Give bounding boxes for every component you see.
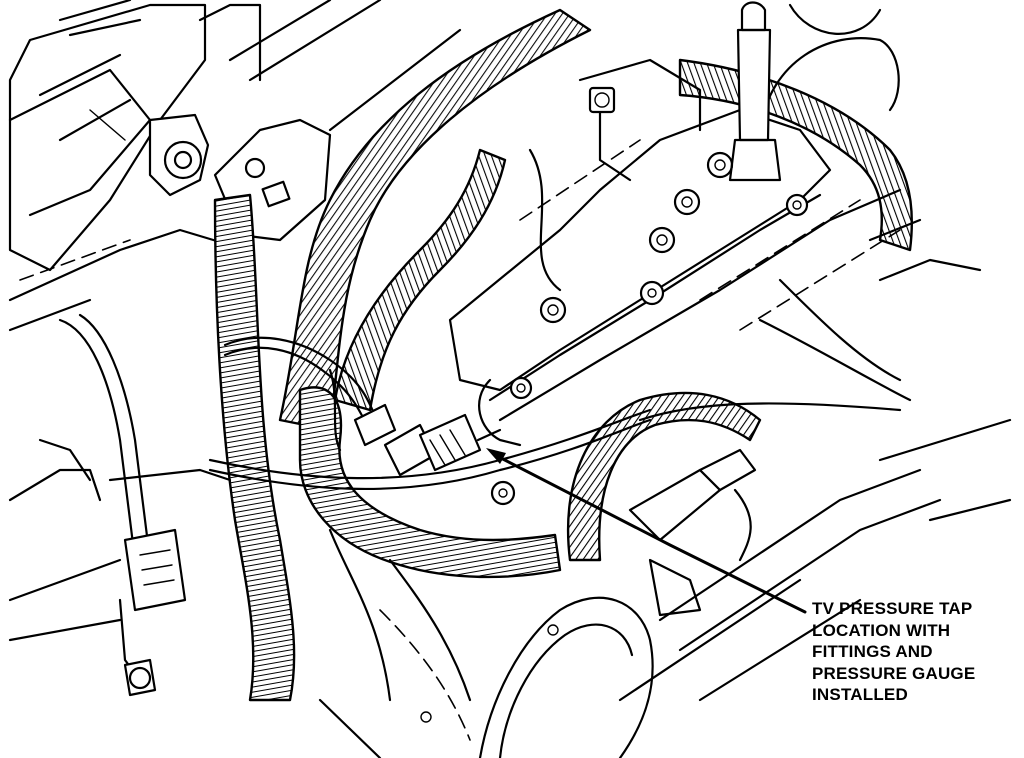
- callout-line-4: PRESSURE GAUGE: [812, 663, 976, 683]
- valve-body-bolts: [490, 86, 809, 506]
- lower-harness-loom: [298, 386, 562, 579]
- secondary-harness-loom: [333, 148, 507, 412]
- air-cleaner-housing: [8, 0, 232, 332]
- callout-label: TV PRESSURE TAP LOCATION WITH FITTINGS A…: [812, 598, 975, 706]
- upper-right-harness: [678, 58, 913, 252]
- callout-leader: [486, 448, 807, 614]
- callout-line-3: FITTINGS AND: [812, 642, 933, 661]
- lower-pan: [318, 418, 1012, 758]
- dipstick-tube: [728, 1, 782, 182]
- tv-pressure-fittings: [353, 403, 502, 477]
- right-loop-harness: [566, 391, 762, 562]
- callout-line-1: TV PRESSURE TAP: [812, 599, 973, 618]
- bracket-bolt: [148, 113, 210, 197]
- electrical-connector: [628, 448, 757, 617]
- lower-left-connector: [8, 313, 232, 697]
- left-vertical-harness: [213, 193, 296, 702]
- callout-line-5: INSTALLED: [812, 685, 908, 704]
- pressure-gauge-line: [208, 336, 652, 491]
- upper-harness-loom: [278, 8, 592, 432]
- callout-line-2: LOCATION WITH: [812, 620, 951, 640]
